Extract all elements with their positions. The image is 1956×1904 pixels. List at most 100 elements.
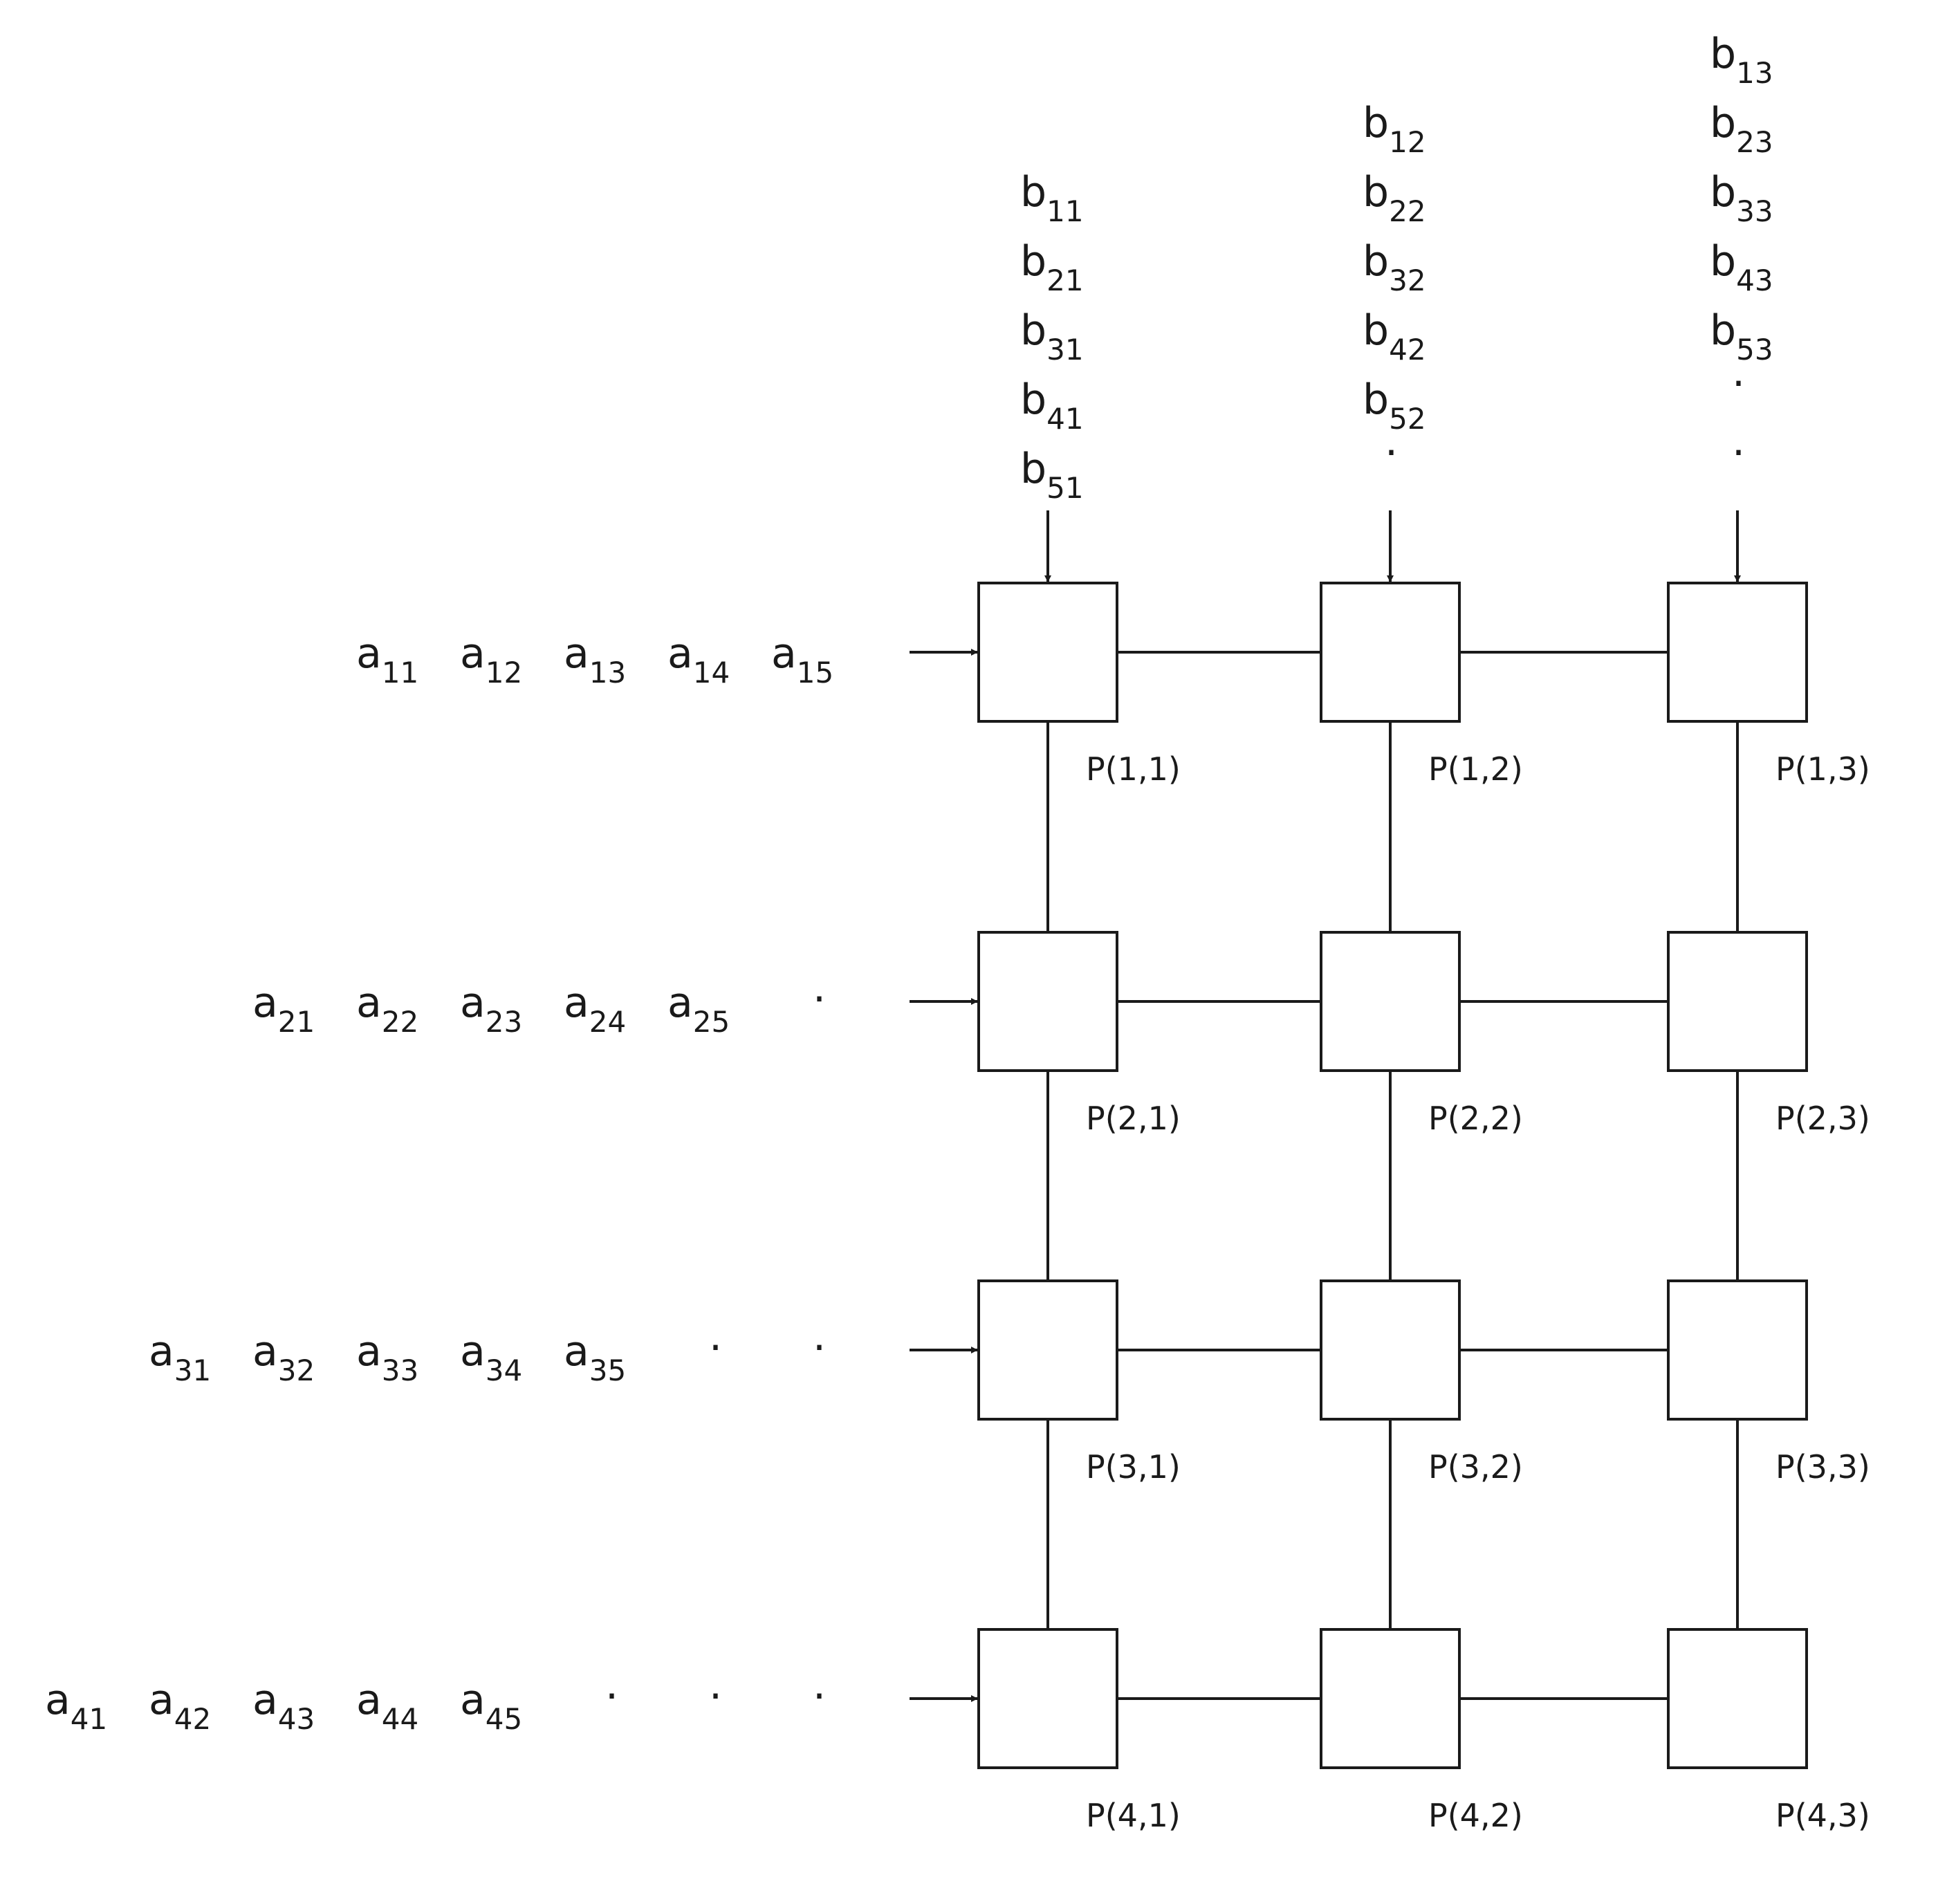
term-base: a [667, 979, 693, 1027]
column-input-ellipsis-dot-3-2: . [1732, 417, 1745, 465]
term-base: a [460, 1327, 486, 1376]
row-input-term-1-5: a15 [771, 629, 833, 690]
column-input-term-3-3: b33 [1710, 168, 1773, 228]
processor-box-1-3 [1667, 582, 1808, 723]
processor-box-4-1 [977, 1628, 1118, 1769]
term-subscript: 31 [174, 1353, 211, 1387]
term-subscript: 31 [1046, 333, 1083, 367]
processor-label-2-2: P(2,2) [1428, 1100, 1523, 1137]
processor-label-3-1: P(3,1) [1086, 1448, 1181, 1486]
term-base: a [252, 1327, 278, 1376]
term-base: a [460, 1676, 486, 1724]
term-base: b [1710, 306, 1736, 355]
term-subscript: 34 [486, 1353, 522, 1387]
term-base: a [564, 629, 589, 678]
term-base: b [1020, 306, 1046, 355]
processor-labels: P(1,1)P(1,2)P(1,3)P(2,1)P(2,2)P(2,3)P(3,… [1086, 750, 1870, 1834]
term-base: a [149, 1327, 174, 1376]
term-subscript: 13 [1736, 56, 1773, 90]
row-input-ellipsis-dot-4-3: . [813, 1661, 826, 1709]
row-input-term-1-1: a11 [356, 629, 418, 690]
term-subscript: 21 [1046, 264, 1083, 297]
processor-label-1-1: P(1,1) [1086, 750, 1181, 788]
processor-box-3-3 [1667, 1279, 1808, 1421]
row-input-ellipsis-dot-3-2: . [813, 1312, 826, 1360]
term-subscript: 15 [797, 656, 833, 690]
row-input-term-2-2: a22 [356, 979, 418, 1039]
processor-label-4-2: P(4,2) [1428, 1797, 1523, 1834]
processor-label-4-1: P(4,1) [1086, 1797, 1181, 1834]
term-base: a [771, 629, 797, 678]
processor-box-3-1 [977, 1279, 1118, 1421]
row-input-term-4-3: a43 [252, 1676, 315, 1736]
term-subscript: 33 [1736, 194, 1773, 228]
term-subscript: 22 [382, 1005, 418, 1039]
term-subscript: 14 [693, 656, 730, 690]
term-base: a [252, 979, 278, 1027]
row-input-term-2-4: a24 [564, 979, 626, 1039]
term-base: b [1363, 237, 1389, 286]
term-subscript: 13 [589, 656, 626, 690]
term-subscript: 12 [1389, 125, 1426, 159]
term-base: a [356, 1676, 382, 1724]
term-base: b [1363, 168, 1389, 216]
column-input-term-1-3: b31 [1020, 306, 1084, 367]
term-base: a [356, 1327, 382, 1376]
processor-box-4-3 [1667, 1628, 1808, 1769]
column-input-term-3-4: b43 [1710, 237, 1773, 297]
processor-box-2-2 [1320, 931, 1461, 1072]
column-input-ellipsis-dot-2-1: . [1385, 417, 1398, 465]
term-base: a [564, 979, 589, 1027]
row-input-term-4-4: a44 [356, 1676, 418, 1736]
processor-label-1-2: P(1,2) [1428, 750, 1523, 788]
term-base: a [460, 629, 486, 678]
row-input-ellipsis-dot-4-1: . [605, 1661, 618, 1709]
row-input-term-4-2: a42 [149, 1676, 211, 1736]
processor-label-3-3: P(3,3) [1775, 1448, 1870, 1486]
term-subscript: 53 [1736, 333, 1773, 367]
column-input-term-1-5: b51 [1020, 445, 1084, 505]
term-subscript: 35 [589, 1353, 626, 1387]
row-input-ellipsis-dot-4-2: . [709, 1661, 722, 1709]
column-input-term-3-1: b13 [1710, 30, 1773, 90]
term-subscript: 42 [1389, 333, 1426, 367]
row-input-term-4-1: a41 [45, 1676, 107, 1736]
term-base: b [1710, 168, 1736, 216]
term-base: b [1020, 168, 1046, 216]
column-input-term-1-4: b41 [1020, 376, 1084, 436]
processor-grid [977, 582, 1808, 1769]
term-base: a [356, 979, 382, 1027]
term-base: a [252, 1676, 278, 1724]
interconnect-wires [1046, 651, 1739, 1700]
row-input-term-3-1: a31 [149, 1327, 211, 1387]
term-base: a [356, 629, 382, 678]
column-input-term-1-1: b11 [1020, 168, 1084, 228]
column-input-ellipsis-dot-3-1: . [1732, 348, 1745, 396]
term-base: b [1020, 445, 1046, 493]
term-base: a [564, 1327, 589, 1376]
term-subscript: 52 [1389, 402, 1426, 436]
term-base: a [149, 1676, 174, 1724]
processor-label-4-3: P(4,3) [1775, 1797, 1870, 1834]
term-subscript: 43 [1736, 264, 1773, 297]
row-input-term-4-5: a45 [460, 1676, 522, 1736]
term-base: b [1020, 237, 1046, 286]
term-subscript: 11 [382, 656, 418, 690]
row-input-term-2-5: a25 [667, 979, 730, 1039]
column-input-term-3-5: b53 [1710, 306, 1773, 367]
row-input-ellipsis-dot-2-1: . [813, 963, 826, 1012]
processor-label-1-3: P(1,3) [1775, 750, 1870, 788]
processor-label-3-2: P(3,2) [1428, 1448, 1523, 1486]
term-base: b [1710, 30, 1736, 78]
processor-box-4-2 [1320, 1628, 1461, 1769]
row-input-term-3-4: a34 [460, 1327, 522, 1387]
term-subscript: 23 [486, 1005, 522, 1039]
processor-label-2-1: P(2,1) [1086, 1100, 1181, 1137]
term-subscript: 22 [1389, 194, 1426, 228]
term-subscript: 21 [278, 1005, 315, 1039]
processor-box-2-3 [1667, 931, 1808, 1072]
row-input-ellipsis-dot-3-1: . [709, 1312, 722, 1360]
term-base: b [1363, 306, 1389, 355]
row-input-term-1-2: a12 [460, 629, 522, 690]
